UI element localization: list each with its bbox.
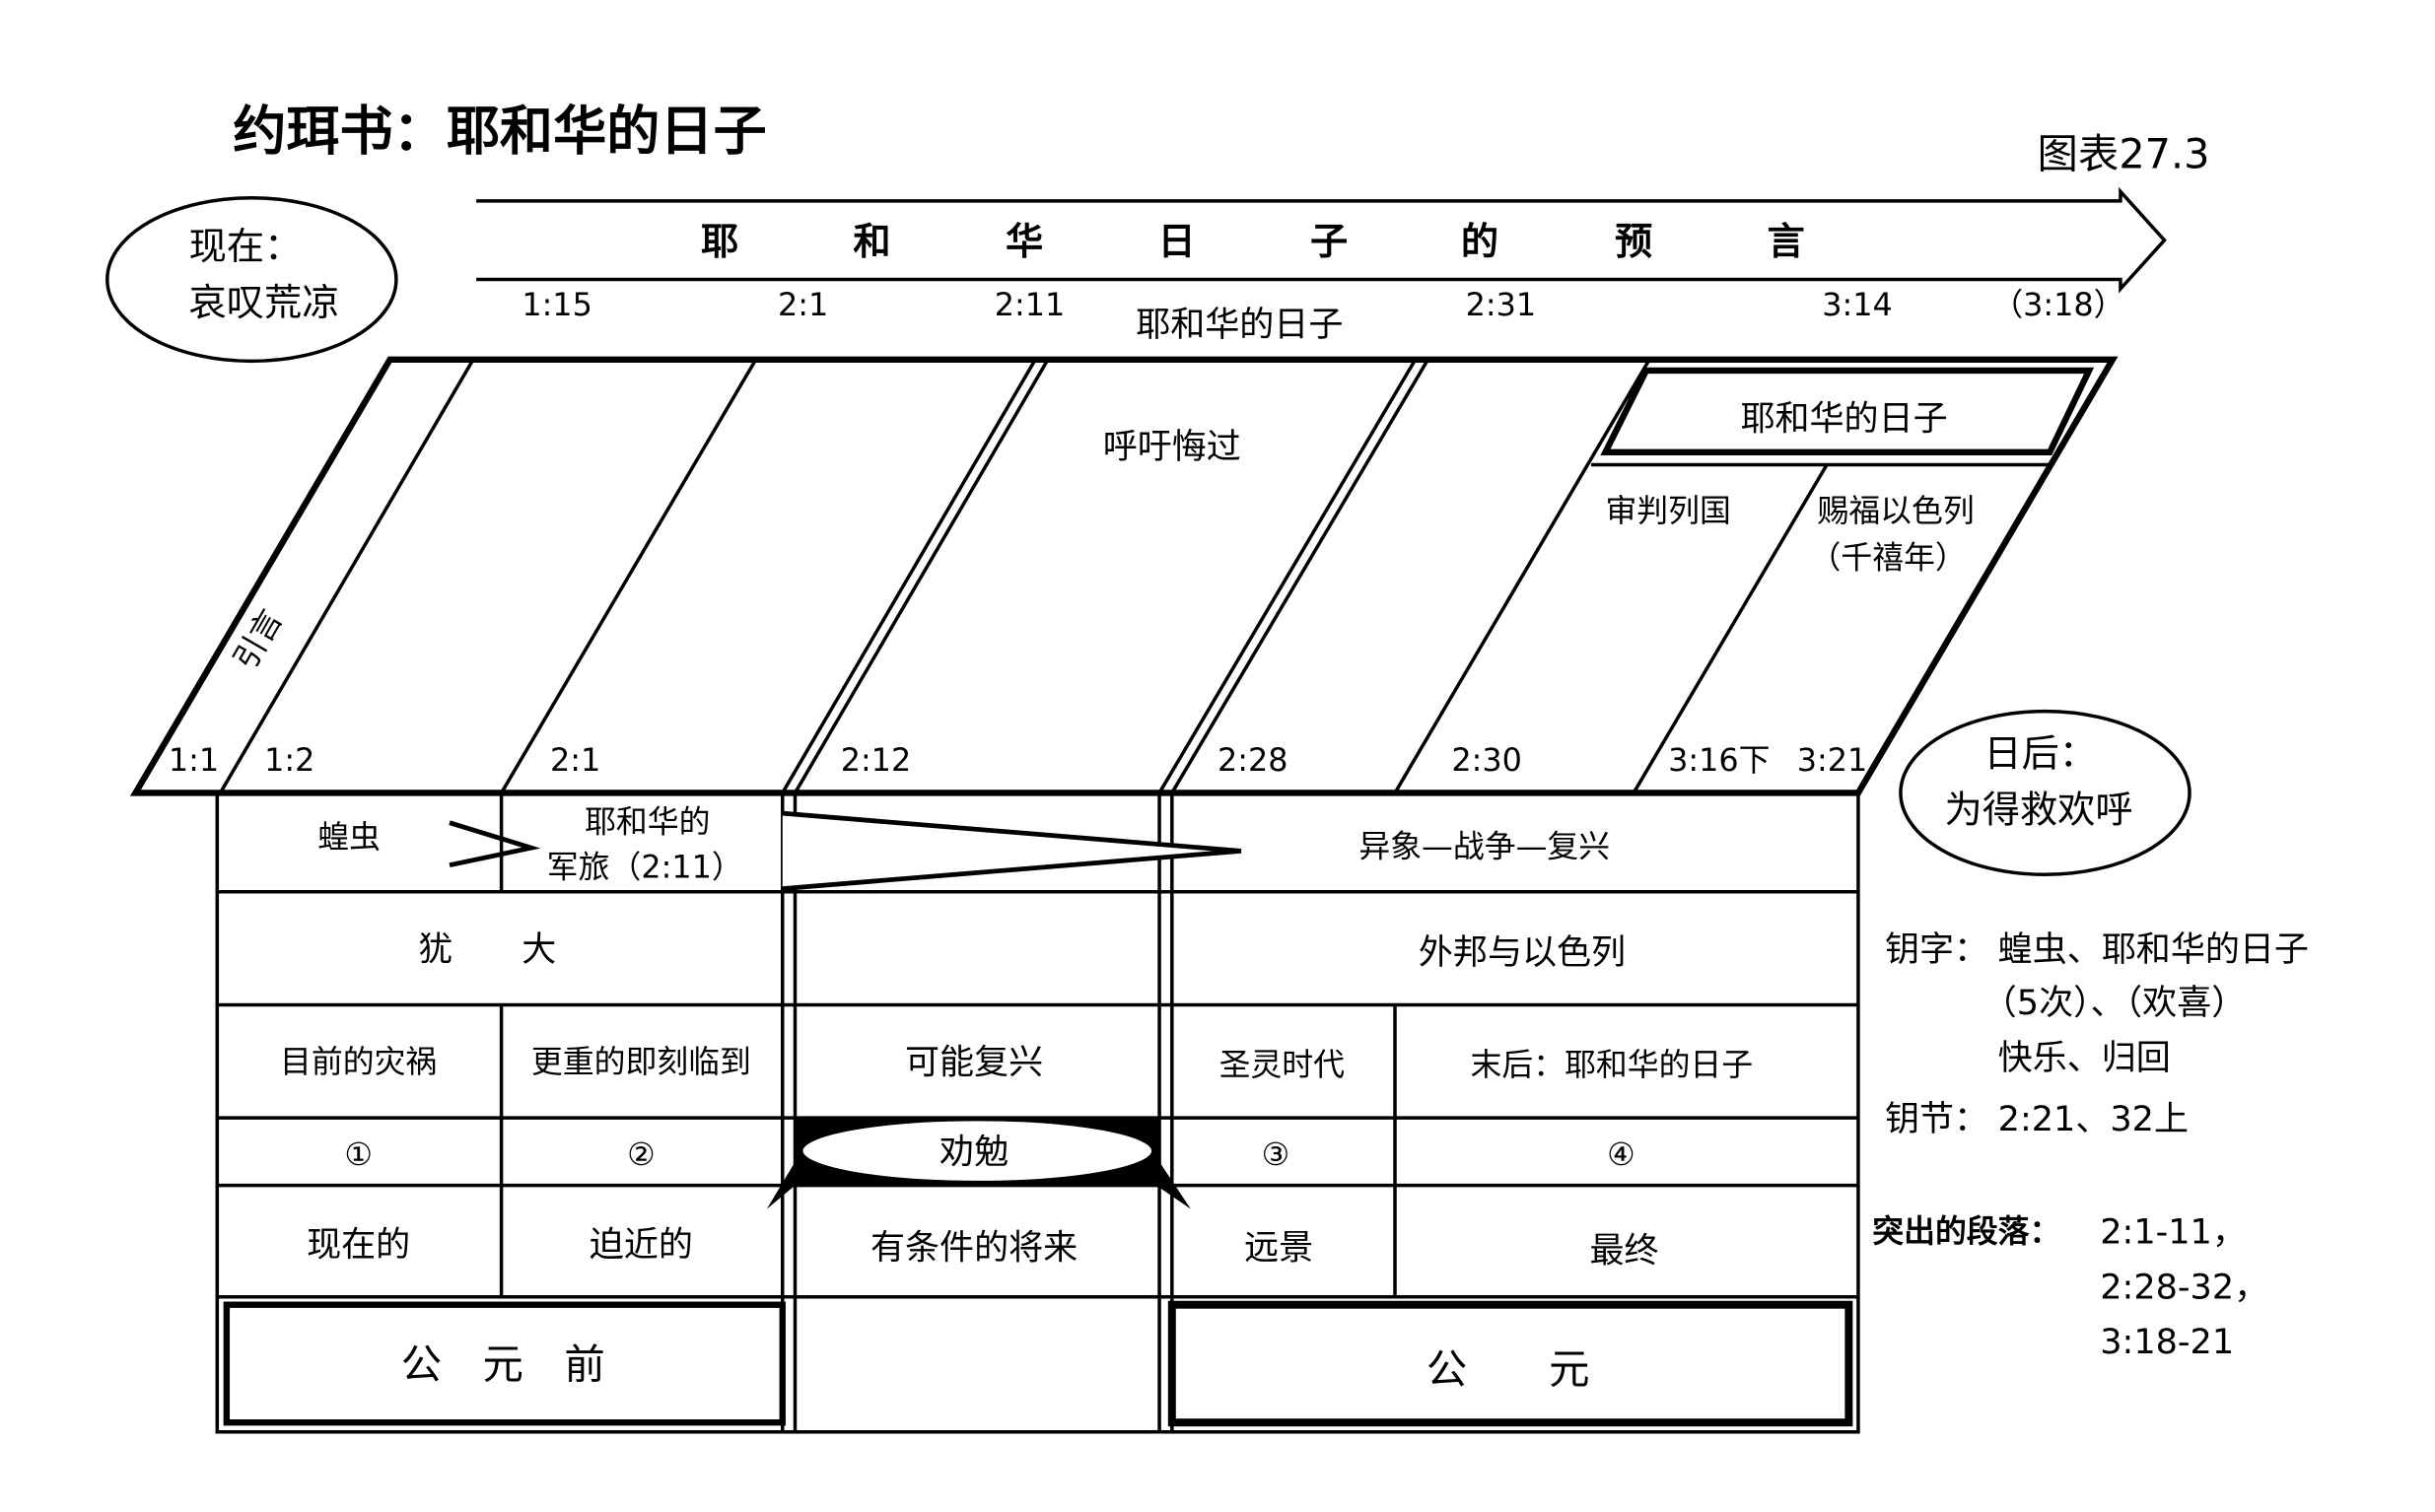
judah-cell: 犹 大 xyxy=(418,929,556,970)
summary-table: 蝗虫 耶和华的 军旅（2:11） 异象—战争—复兴 犹 大 外邦与以色列 目前的… xyxy=(215,790,1860,1434)
row5-cell: 现在的 xyxy=(307,1224,410,1265)
verse-label: 1:2 xyxy=(264,741,314,779)
bc-label: 公 元 前 xyxy=(401,1341,605,1389)
verse-label: 2:31 xyxy=(1466,286,1537,323)
verse-label: 3:16下 xyxy=(1668,741,1770,779)
ad-label: 公 元 xyxy=(1426,1345,1590,1393)
passage: 3:18-21 xyxy=(2100,1322,2234,1362)
row3-cell: 更重的即刻临到 xyxy=(531,1043,751,1080)
verse-label: 3:14 xyxy=(1822,286,1893,323)
judge-nations: 审判列国 xyxy=(1605,492,1730,529)
verse-label: 2:28 xyxy=(1218,741,1288,779)
exhort-label: 劝勉 xyxy=(939,1132,1009,1172)
bless-israel: 赐福以色列 xyxy=(1818,492,1975,529)
verse-label: 2:12 xyxy=(841,741,912,779)
outline-parallelogram: 引言 呼吁悔过 耶和华的日子 审判列国 赐福以色列 （千禧年） 1:1 1:2 … xyxy=(129,356,2119,796)
intro-label: 引言 xyxy=(226,603,290,676)
verse-label: 2:1 xyxy=(778,286,828,323)
row5-cell: 有条件的将来 xyxy=(870,1228,1078,1269)
passages-label: 突出的段落： xyxy=(1872,1212,2060,1250)
verse-label: 1:1 xyxy=(169,741,219,779)
row3-cell: 可能复兴 xyxy=(905,1043,1043,1083)
later-ellipse: 日后： 为得救欢呼 xyxy=(1899,709,2192,877)
row5-cell: 远景 xyxy=(1244,1228,1313,1269)
key-words: 快乐、归回 xyxy=(1998,1038,2171,1078)
later-label: 日后： xyxy=(1983,732,2097,776)
vision-cell: 异象—战争—复兴 xyxy=(1358,828,1610,865)
page-title: 约珥书：耶和华的日子 xyxy=(233,100,766,162)
arrow-char: 的 xyxy=(1461,221,1498,264)
passage: 2:28-32， xyxy=(2100,1267,2268,1307)
row5-cell: 最终 xyxy=(1590,1231,1659,1271)
now-label: 现在： xyxy=(189,226,303,269)
arrow-char: 耶 xyxy=(701,221,738,264)
verse-label: 1:15 xyxy=(522,286,592,323)
key-verse-label: 钥节： xyxy=(1885,1099,1988,1139)
now-ellipse: 现在： 哀叹荒凉 xyxy=(105,195,398,364)
circled-number: ② xyxy=(627,1135,656,1173)
nations-cell: 外邦与以色列 xyxy=(1419,932,1626,973)
verse-label: 2:11 xyxy=(995,286,1066,323)
verse-label: 2:30 xyxy=(1451,741,1522,779)
notes: 钥字： 蝗虫、耶和华的日子 （5次）、（欢喜） 快乐、归回 钥节： 2:21、3… xyxy=(1872,929,2309,1362)
key-words: （5次）、（欢喜） xyxy=(1983,983,2247,1023)
army-line1: 耶和华的 xyxy=(585,802,710,840)
key-verse: 2:21、32上 xyxy=(1998,1099,2189,1139)
arrow-char: 和 xyxy=(853,221,890,264)
day-of-lord-box: 耶和华的日子 xyxy=(1740,398,1947,439)
verse-label: 3:21 xyxy=(1797,741,1868,779)
arrow-char: 言 xyxy=(1768,221,1805,264)
passage: 2:1-11， xyxy=(2100,1212,2247,1253)
arrow-char: 预 xyxy=(1615,221,1652,264)
circled-number: ③ xyxy=(1262,1135,1290,1173)
army-line2: 军旅（2:11） xyxy=(547,848,743,885)
locust-cell: 蝗虫 xyxy=(317,818,381,856)
call-to-repent: 呼吁悔过 xyxy=(1103,427,1241,467)
row3-cell: 圣灵时代 xyxy=(1219,1046,1346,1083)
verse-label: 2:1 xyxy=(550,741,600,779)
row5-cell: 迫近的 xyxy=(590,1224,693,1265)
millennium: （千禧年） xyxy=(1810,539,1967,577)
key-words-label: 钥字： xyxy=(1885,929,1988,970)
later-desc: 为得救欢呼 xyxy=(1945,790,2133,833)
row3-cell: 末后：耶和华的日子 xyxy=(1471,1046,1754,1083)
prophecy-arrow: 耶 和 华 日 子 的 预 言 xyxy=(476,186,2167,294)
chart-number: 图表27.3 xyxy=(2038,130,2210,177)
exhort-badge: 劝勉 xyxy=(766,1118,1191,1209)
circled-number: ④ xyxy=(1607,1135,1635,1173)
key-words: 蝗虫、耶和华的日子 xyxy=(1998,929,2309,970)
now-desc: 哀叹荒凉 xyxy=(189,282,340,325)
verse-label: （3:18） xyxy=(1991,286,2124,323)
row3-cell: 目前的灾祸 xyxy=(280,1043,437,1080)
arrow-char: 日 xyxy=(1157,221,1195,264)
arrow-char: 子 xyxy=(1310,221,1348,264)
day-of-lord-label: 耶和华的日子 xyxy=(1136,305,1343,345)
circled-number: ① xyxy=(344,1135,373,1173)
arrow-char: 华 xyxy=(1006,221,1043,264)
